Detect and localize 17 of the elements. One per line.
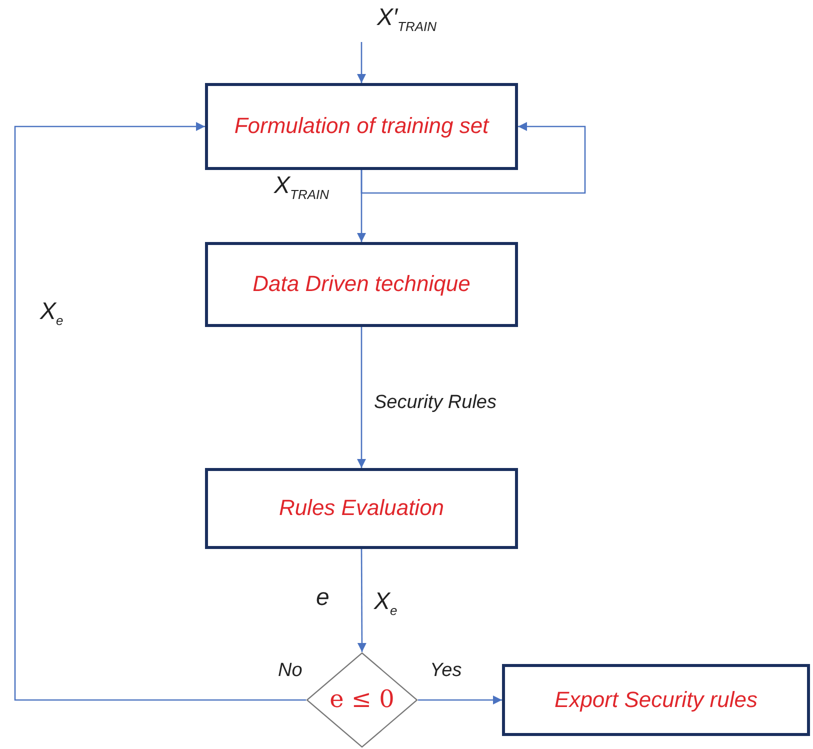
box-label: Formulation of training set bbox=[234, 112, 489, 140]
arrow bbox=[357, 549, 366, 652]
process-box bbox=[502, 664, 810, 736]
arrow bbox=[357, 42, 366, 83]
process-box bbox=[205, 83, 518, 170]
arrow bbox=[14, 122, 306, 701]
arrow bbox=[418, 696, 502, 704]
box-label: Data Driven technique bbox=[252, 270, 470, 298]
arrow bbox=[357, 327, 366, 468]
box-label: e ≤ 0 bbox=[330, 684, 394, 716]
process-box bbox=[205, 242, 518, 327]
box-label: Export Security rules bbox=[554, 686, 758, 714]
process-box bbox=[205, 468, 518, 549]
decision-diamond bbox=[306, 652, 418, 748]
box-label: Rules Evaluation bbox=[278, 494, 444, 522]
arrow bbox=[360, 122, 586, 194]
edge-label: Security Rules bbox=[372, 392, 498, 414]
